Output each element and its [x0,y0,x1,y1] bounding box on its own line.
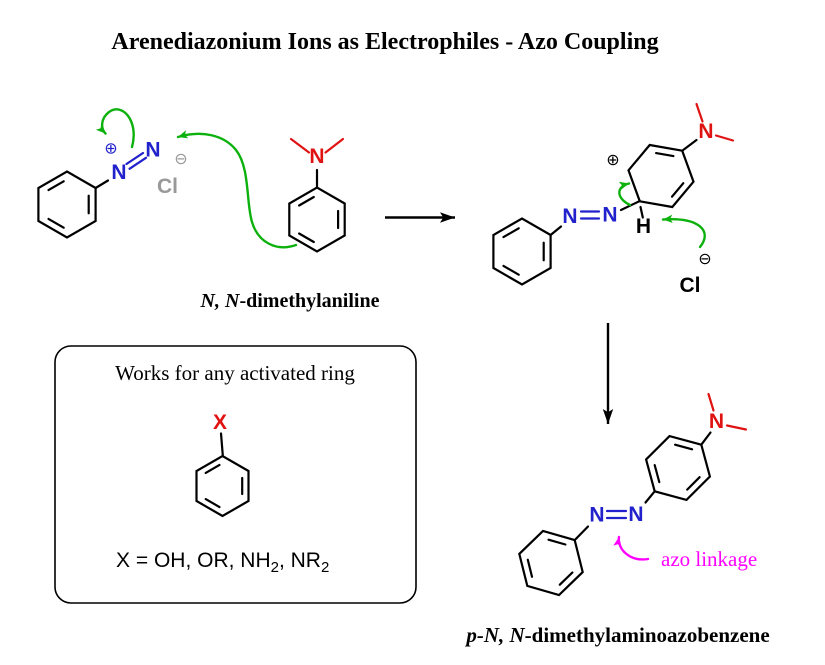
double-bond-inner-line [502,264,520,276]
box-heading: Works for any activated ring [115,361,355,385]
double-bond-inner-line [558,571,574,586]
bond-line [700,431,712,446]
benzene-ring [37,170,97,239]
curved-arrow-to-n1 [95,108,135,149]
double-bond-inner-line [670,182,685,198]
h-atom: H [636,215,651,238]
double-bond-inner-line [47,180,65,192]
bond-line [573,525,590,542]
intermediate: N N ⊕ H N ⊖ Cl [492,102,735,297]
double-bond-inner-line [547,538,567,546]
product-label: p-N, N-dimethylaminoazobenzene [464,623,769,647]
benzene-ring [195,454,250,518]
x-substituent-atom: X [213,411,227,434]
phenyl-ring [492,217,552,286]
n2-atom: N [145,139,160,162]
double-bond-inner-line [298,195,315,207]
diazonium-salt: N N ⊕ ⊖ Cl [37,108,188,239]
double-bond-inner-line [502,227,520,239]
methyl-bond [695,102,704,123]
double-bond-inner-line [653,464,661,484]
chloride-label: Cl [680,274,701,297]
ring-bond [195,454,250,518]
double-bond-inner-line [298,232,315,244]
amine-ring [644,434,712,502]
double-bond-inner-line [654,152,675,158]
bond-line [681,138,698,152]
minus-charge-icon: ⊖ [174,149,187,168]
ring-bond [288,186,346,253]
ring-bond [37,170,97,239]
deprotonation-arrow [661,214,706,249]
azo-linkage-annotation: azo linkage [661,547,757,571]
activated-ring-box: Works for any activated ring X X = OH, O… [54,345,417,604]
page-title: Arenediazonium Ions as Electrophiles - A… [111,29,658,55]
double-bond-inner-line [526,558,534,578]
rounded-box-border [54,345,417,604]
azo-product: N N N azo linkage p-N, N-dimethylaminoaz… [464,392,770,647]
ring-bond [492,217,552,286]
double-bond-inner-line [204,498,221,509]
methyl-bond [707,392,715,412]
benzene-ring [288,186,346,253]
c-h-bond [639,205,644,219]
methyl-bond [324,137,345,154]
n1-atom: N [562,205,577,228]
nucleophilic-attack-arrow [176,130,298,249]
amine-n-atom: N [698,120,713,143]
dimethylaniline: N N, N-dimethylaniline [176,130,380,312]
double-bond-inner-line [204,463,221,474]
bond-line [94,179,110,190]
cyclohexadienyl-ring [627,143,695,209]
phenyl-ring [518,529,584,597]
rearomatization-arrow [618,181,632,207]
minus-charge-icon: ⊖ [698,249,711,268]
methyl-bond [725,424,748,431]
azo-linkage-pointer-arrow [613,535,650,561]
bond-line [644,490,656,504]
chloride-label: Cl [157,175,178,198]
ring-bond [518,529,584,597]
n1-atom: N [111,161,126,184]
double-bond-inner-line [673,443,694,451]
amine-n-atom: N [709,410,724,433]
nn-double-bond [128,156,148,170]
methyl-bond [714,134,735,142]
double-bond-inner-line [686,476,701,491]
plus-charge-icon: ⊕ [104,139,117,158]
amine-n-atom: N [309,145,324,168]
bond-line [219,432,224,457]
aniline-label: N, N-dimethylaniline [200,290,380,312]
n2-atom: N [628,503,643,526]
double-bond-inner-line [47,217,65,229]
methyl-bond [289,137,311,154]
x-formula: X = OH, OR, NH2, NR2 [116,549,329,576]
nn-double-bond [125,151,145,166]
plus-charge-icon: ⊕ [606,150,619,169]
n1-atom: N [589,504,604,527]
bond-line [549,225,563,237]
n2-atom: N [602,204,617,227]
